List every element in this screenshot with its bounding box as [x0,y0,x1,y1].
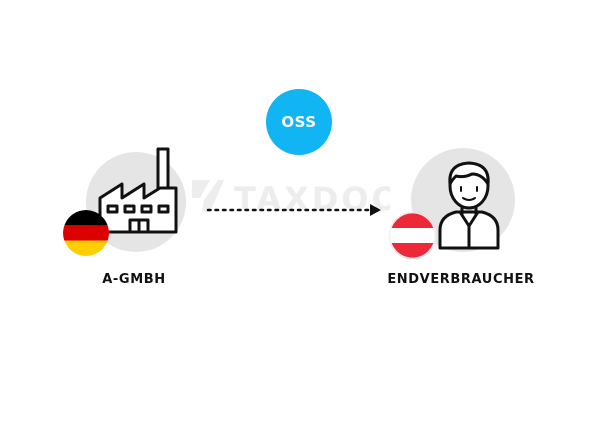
seller-label: A-GMBH [102,272,166,287]
watermark-logo: TAXDOO [192,180,390,218]
dotted-arrow [206,204,381,216]
oss-badge: OSS [266,89,332,155]
arrow-head [370,204,381,216]
germany-flag [63,210,109,256]
austria-flag [389,212,436,259]
oss-badge-label: OSS [281,113,317,131]
person-icon [438,161,500,250]
watermark-text: TAXDOO [234,180,390,218]
factory-icon [98,147,178,234]
buyer-label: ENDVERBRAUCHER [387,272,535,287]
